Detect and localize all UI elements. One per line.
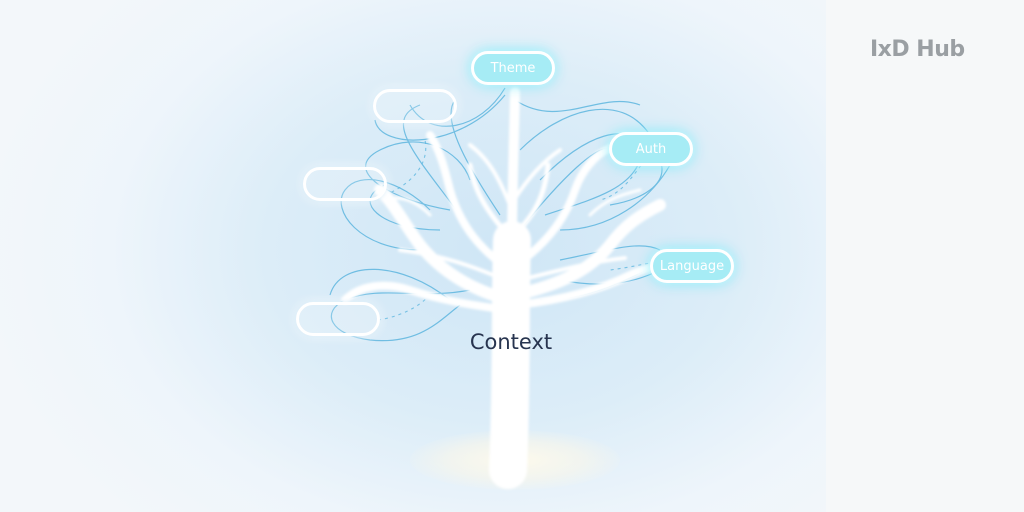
- node-theme[interactable]: Theme: [471, 51, 555, 85]
- node-blank-1[interactable]: [373, 89, 457, 123]
- node-theme-label: Theme: [490, 60, 536, 76]
- node-blank-2[interactable]: [303, 167, 387, 201]
- context-label: Context: [469, 330, 553, 354]
- node-blank-3[interactable]: [296, 302, 380, 336]
- logo-text: IxD Hub: [870, 36, 965, 62]
- node-auth-label: Auth: [635, 141, 667, 157]
- side-panel: [826, 0, 1024, 512]
- node-auth[interactable]: Auth: [609, 132, 693, 166]
- ixd-hub-logo: IxD Hub: [870, 34, 965, 64]
- node-language[interactable]: Language: [650, 249, 734, 283]
- node-language-label: Language: [659, 258, 725, 274]
